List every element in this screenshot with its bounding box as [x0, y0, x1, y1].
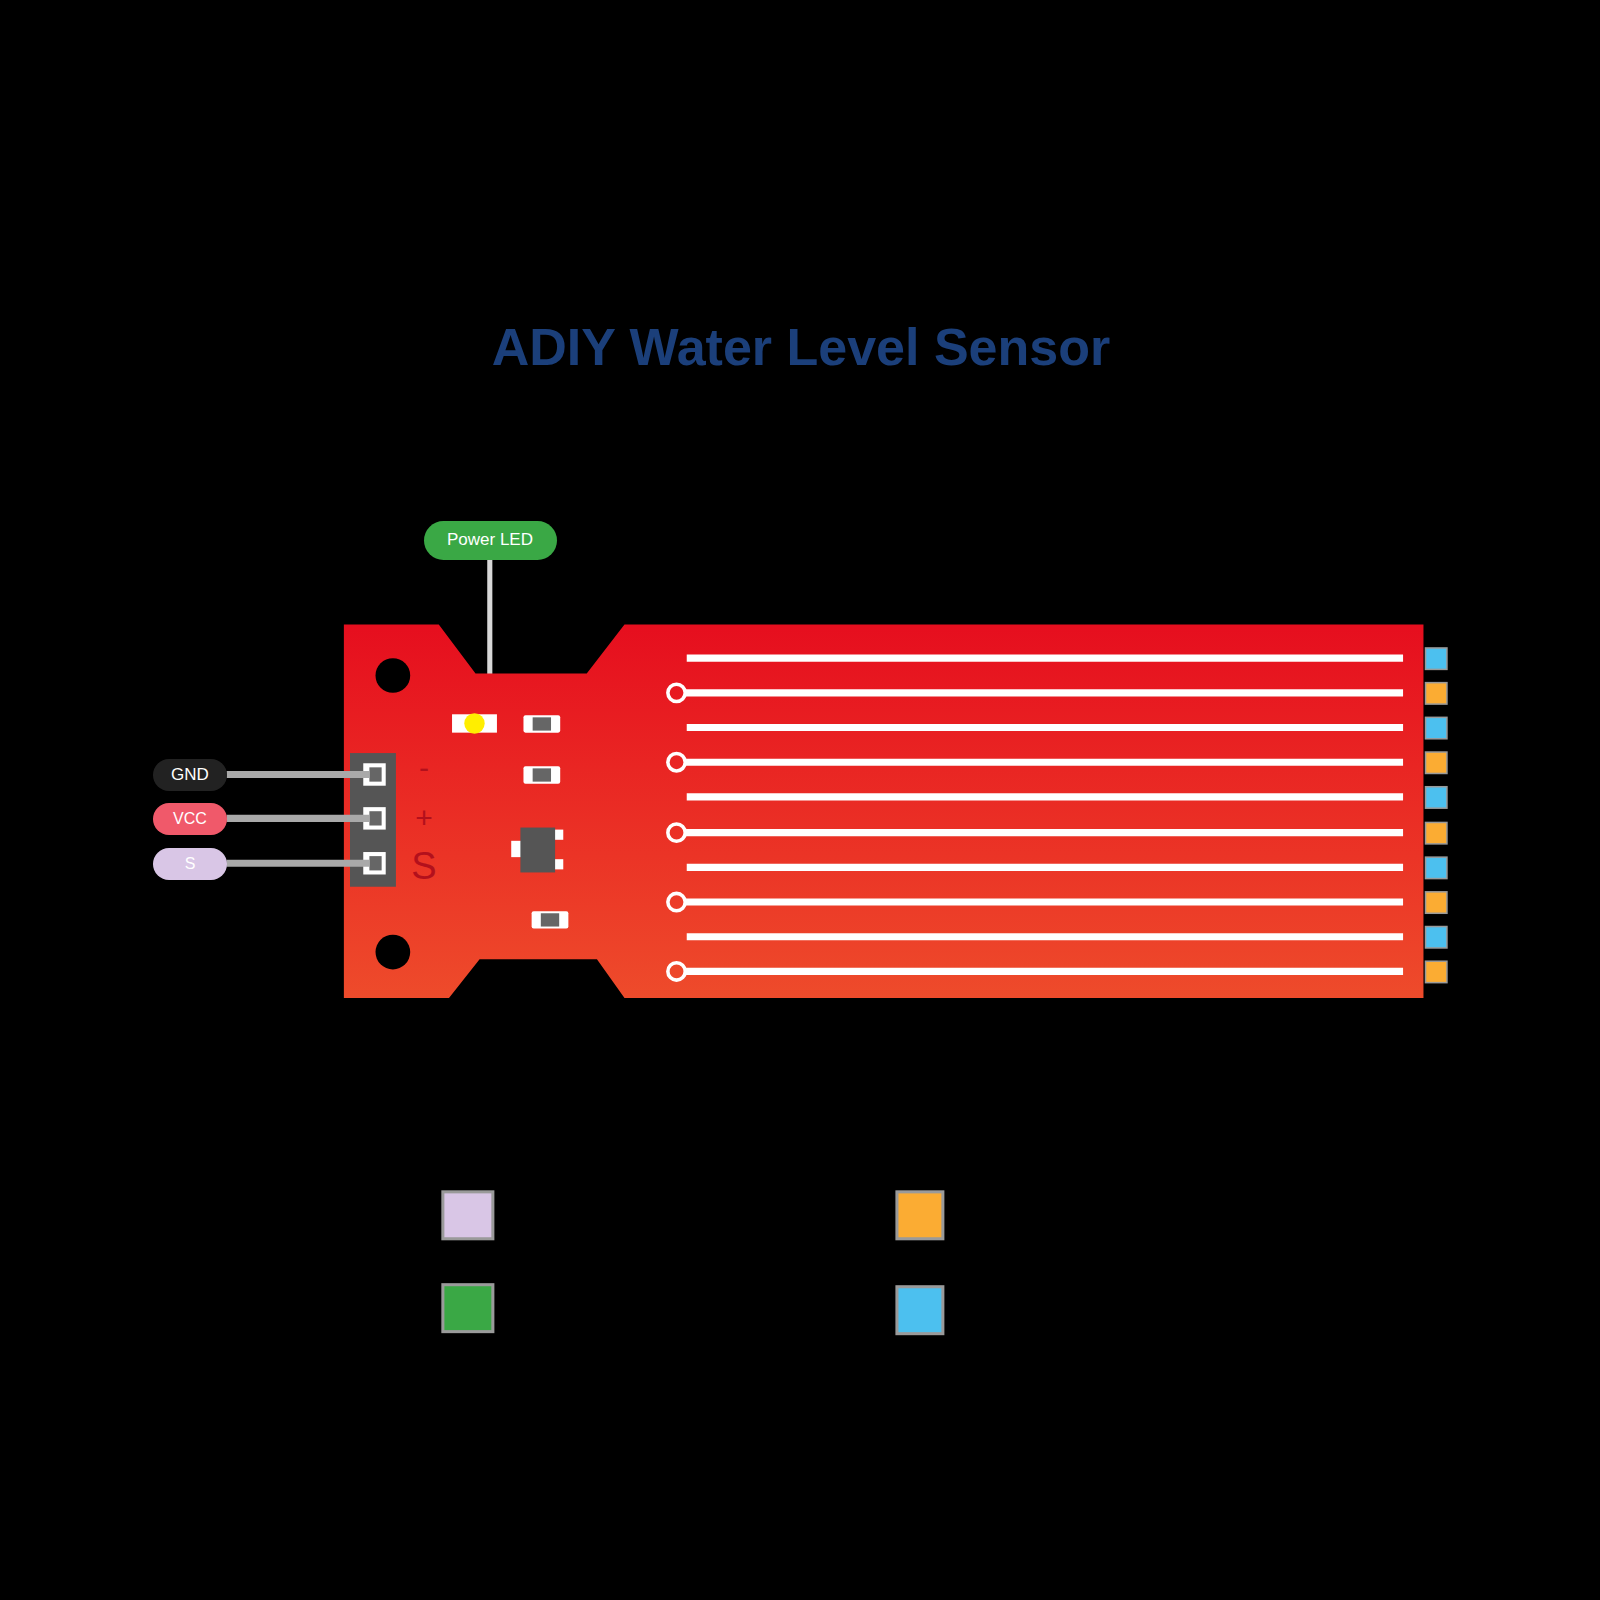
pin-label: GND [153, 759, 227, 791]
trace-pads [1426, 648, 1447, 983]
pcb-board [344, 624, 1424, 997]
wires [227, 774, 370, 863]
label-text: VCC [173, 810, 207, 828]
silkscreen-mark: - [419, 753, 429, 783]
silkscreen-mark: + [415, 803, 433, 833]
diagram-title: ADIY Water Level Sensor [492, 317, 1110, 377]
mount-hole [376, 935, 411, 970]
silkscreen-mark: S [411, 847, 436, 885]
pin-label: S [153, 848, 227, 880]
callout-pill: Power LED [424, 521, 557, 560]
pin-label: VCC [153, 803, 227, 835]
sensing-traces [686, 658, 1403, 971]
mount-hole [376, 658, 411, 693]
color-swatches [443, 1192, 943, 1334]
vias [668, 684, 685, 980]
smd-resistors [523, 715, 568, 928]
transistor [511, 828, 563, 873]
label-text: Power LED [447, 530, 533, 550]
label-text: GND [171, 765, 209, 785]
led-light [464, 713, 484, 733]
label-text: S [185, 855, 196, 873]
